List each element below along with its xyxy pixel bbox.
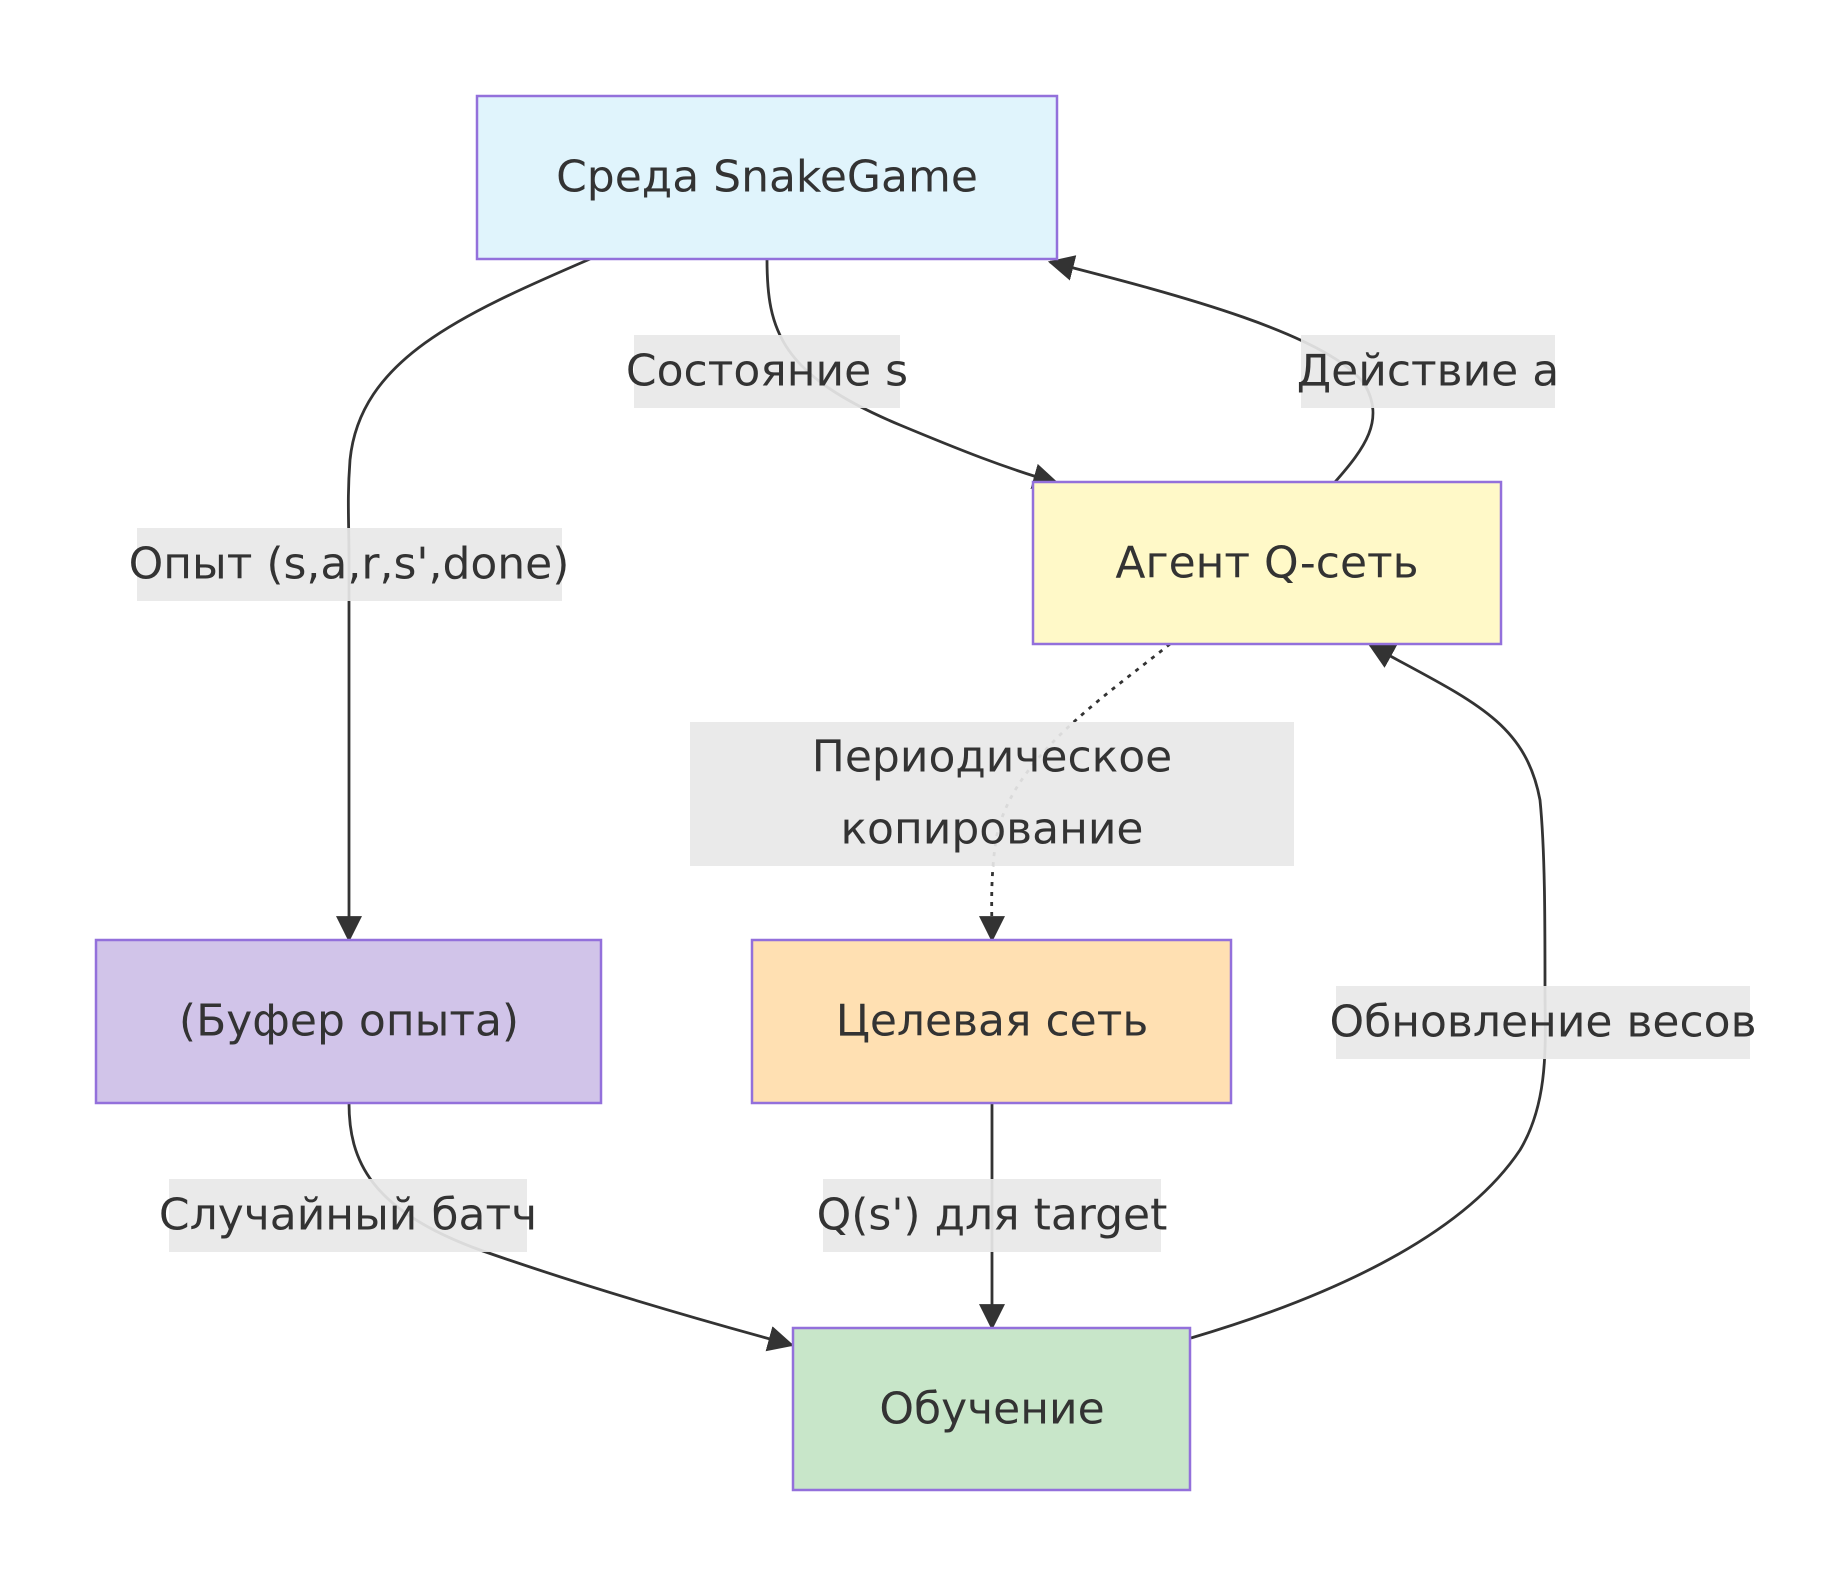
edge-label-experience: Опыт (s,a,r,s',done): [129, 528, 570, 601]
edge-label-q-target-text: Q(s') для target: [817, 1190, 1168, 1241]
edge-label-update-text: Обновление весов: [1329, 997, 1756, 1048]
node-agent-label: Агент Q-сеть: [1115, 538, 1418, 589]
node-target[interactable]: Целевая сеть: [750, 938, 1233, 1105]
edge-label-action-text: Действие a: [1297, 346, 1559, 397]
node-train-label: Обучение: [879, 1384, 1104, 1435]
edge-label-copy-line1: Периодическое: [812, 732, 1172, 783]
edge-batch: [347, 1102, 795, 1352]
edge-label-state: Состояние s: [626, 335, 908, 408]
node-buffer-label: (Буфер опыта): [179, 996, 519, 1047]
node-env-box[interactable]: [475, 94, 1059, 261]
node-target-label: Целевая сеть: [836, 996, 1149, 1047]
edge-label-copy: Периодическое копирование: [690, 722, 1294, 866]
node-agent[interactable]: Агент Q-сеть: [1031, 480, 1503, 646]
node-train[interactable]: Обучение: [791, 1326, 1192, 1492]
edge-label-experience-text: Опыт (s,a,r,s',done): [129, 539, 570, 590]
node-train-box[interactable]: [791, 1326, 1192, 1492]
edge-label-action: Действие a: [1297, 335, 1559, 408]
node-buffer-box[interactable]: [94, 938, 603, 1105]
node-target-box[interactable]: [750, 938, 1233, 1105]
edge-label-batch-text: Случайный батч: [159, 1190, 537, 1241]
node-buffer[interactable]: (Буфер опыта): [94, 938, 603, 1105]
edge-label-batch: Случайный батч: [159, 1179, 537, 1252]
edge-state: [765, 258, 1060, 489]
node-env-label: Среда SnakeGame: [556, 152, 978, 203]
edge-copy: [978, 642, 1171, 943]
edge-experience: [336, 257, 591, 943]
edge-labels: Состояние s Действие a Опыт (s,a,r,s',do…: [129, 335, 1757, 1252]
edge-label-copy-line2: копирование: [840, 804, 1143, 855]
node-env[interactable]: Среда SnakeGame: [475, 94, 1059, 261]
edge-label-update: Обновление весов: [1329, 986, 1757, 1059]
nodes: Среда SnakeGame Агент Q-сеть (Буфер опыт…: [94, 94, 1503, 1492]
edge-label-q-target: Q(s') для target: [817, 1179, 1168, 1252]
edge-label-state-text: Состояние s: [626, 346, 908, 397]
node-agent-box[interactable]: [1031, 480, 1503, 646]
